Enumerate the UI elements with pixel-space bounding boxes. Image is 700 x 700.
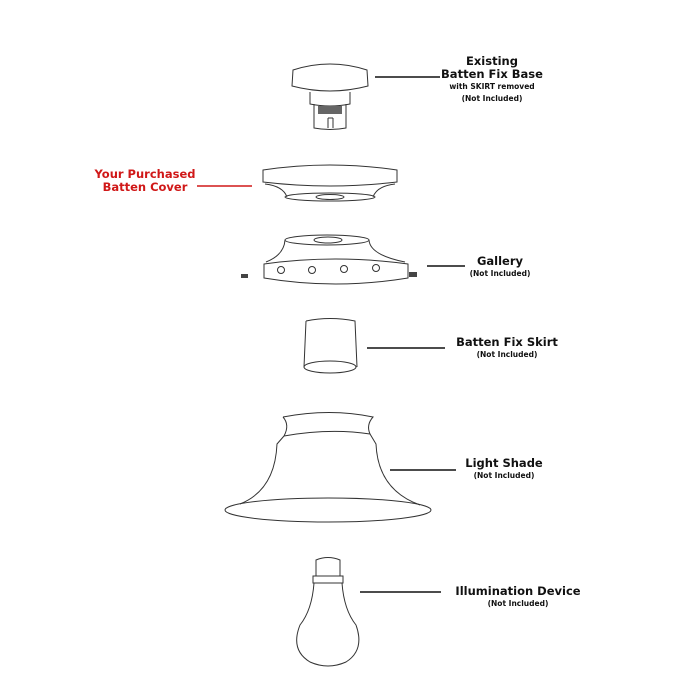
batten-fix-base-drawing xyxy=(291,63,369,130)
label-subtitle: with SKIRT removed xyxy=(449,82,535,91)
label-subtitle: (Not Included) xyxy=(487,599,549,608)
label-title: Your Purchased xyxy=(94,167,196,181)
label-subtitle: (Not Included) xyxy=(469,269,531,278)
batten-cover-drawing xyxy=(262,164,398,202)
screw-icon xyxy=(241,274,248,278)
gallery-drawing xyxy=(241,234,417,285)
bulb-drawing xyxy=(296,557,360,667)
label-illumination-device: Illumination Device (Not Included) xyxy=(455,585,580,610)
label-subtitle: (Not Included) xyxy=(473,471,535,480)
screw-icon xyxy=(409,272,417,277)
label-title: Batten Fix Base xyxy=(441,67,543,81)
label-subtitle: (Not Included) xyxy=(476,350,538,359)
label-light-shade: Light Shade (Not Included) xyxy=(465,457,542,482)
label-title: Existing xyxy=(466,54,518,68)
light-shade-drawing xyxy=(224,412,432,523)
label-gallery: Gallery (Not Included) xyxy=(470,255,531,280)
label-batten-fix-skirt: Batten Fix Skirt (Not Included) xyxy=(456,336,558,361)
label-title: Batten Cover xyxy=(102,180,188,194)
label-batten-cover: Your Purchased Batten Cover xyxy=(95,168,196,194)
skirt-drawing xyxy=(303,318,358,374)
label-title: Light Shade xyxy=(465,456,543,470)
label-title: Gallery xyxy=(476,254,524,268)
label-title: Illumination Device xyxy=(455,584,581,598)
label-subtitle: (Not Included) xyxy=(461,94,523,103)
label-batten-fix-base: Existing Batten Fix Base with SKIRT remo… xyxy=(441,55,543,105)
label-title: Batten Fix Skirt xyxy=(456,335,558,349)
